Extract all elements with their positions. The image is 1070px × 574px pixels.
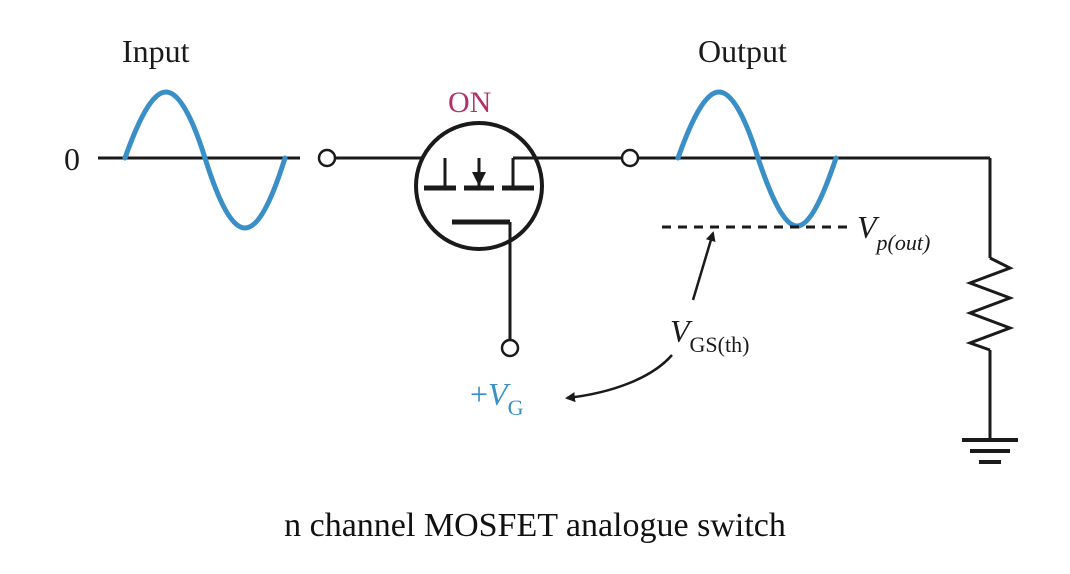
output-sine-wave xyxy=(675,89,839,229)
output-terminal xyxy=(620,148,640,168)
gate-terminal xyxy=(500,338,520,358)
input-sine-wave xyxy=(122,89,288,231)
diagram-caption: n channel MOSFET analogue switch xyxy=(284,507,786,544)
vgs-arrow-curve xyxy=(565,354,673,403)
vg-label: +VG xyxy=(470,376,524,420)
input-terminal xyxy=(317,148,337,168)
vp-label: Vp(out) xyxy=(857,209,930,255)
zero-label: 0 xyxy=(64,141,80,177)
output-label: Output xyxy=(698,33,787,69)
on-label: ON xyxy=(448,86,491,119)
mosfet-icon xyxy=(414,121,544,251)
ground-icon xyxy=(962,438,1018,464)
vgs-label: VGS(th) xyxy=(670,313,749,357)
load-resistor-icon xyxy=(965,256,1015,352)
vgs-arrow-up xyxy=(691,231,716,301)
input-label: Input xyxy=(122,33,190,69)
